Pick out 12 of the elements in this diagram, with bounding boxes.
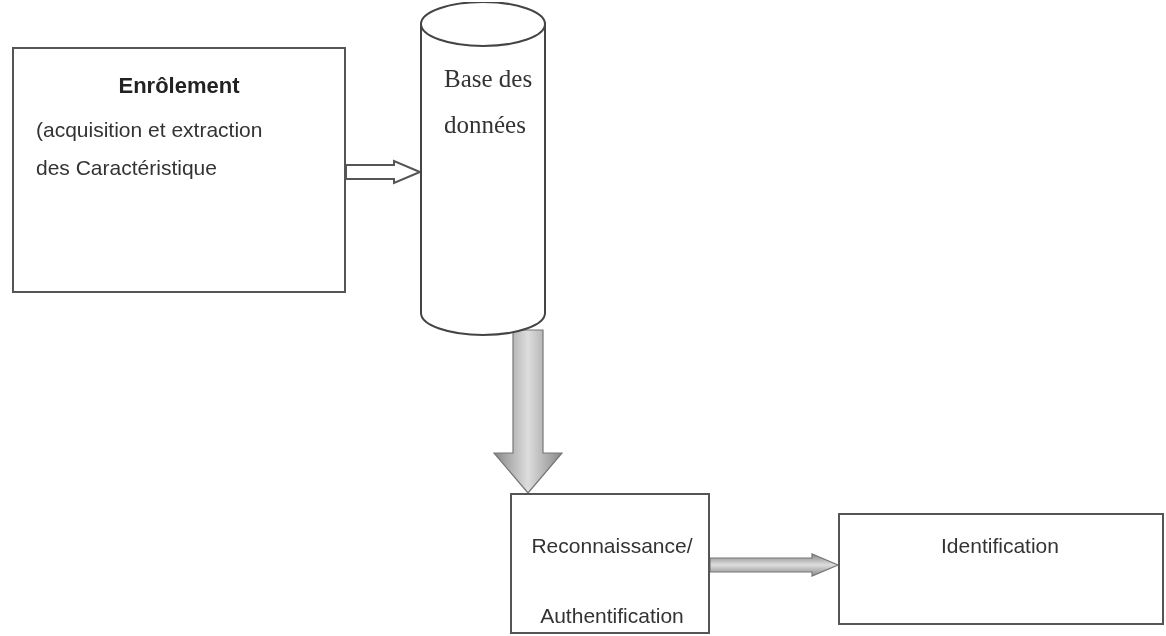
node-title: Enrôlement [117,72,241,100]
database-cylinder [420,2,546,336]
block-arrow [709,553,840,577]
node-title: Identification [940,533,1060,559]
process-box [838,513,1164,625]
node-title: Base des données [444,64,534,140]
node-text: (acquisition et extraction des Caractéristique [36,117,264,181]
node-title: Reconnaissance/ Authentification [530,533,694,629]
process-box [510,493,710,634]
block-arrow [345,159,423,185]
process-box [12,47,346,293]
block-arrow [492,329,564,494]
